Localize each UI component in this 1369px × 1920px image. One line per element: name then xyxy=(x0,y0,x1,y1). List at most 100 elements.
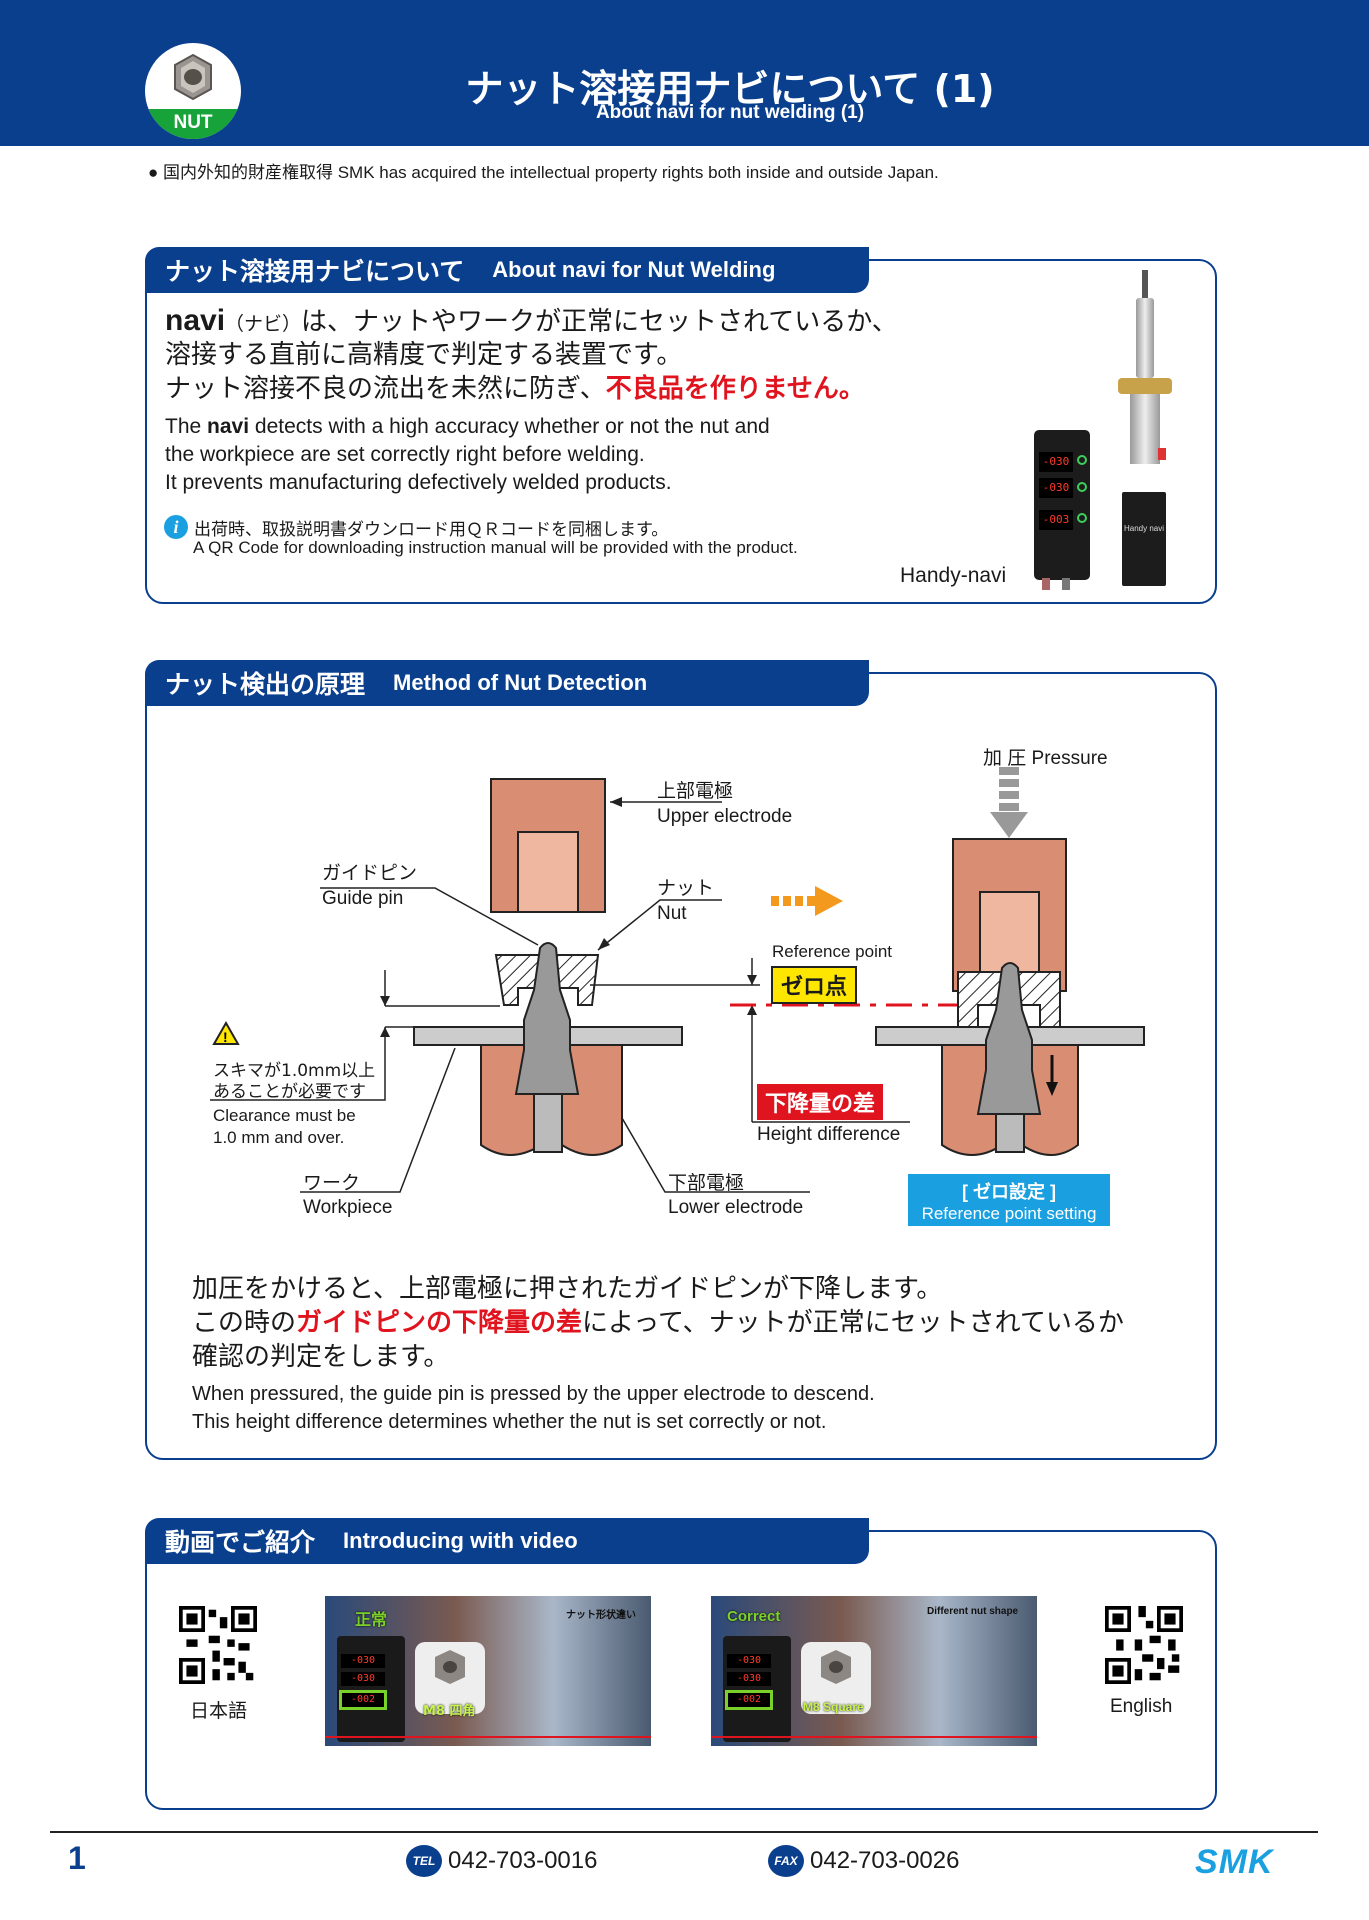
zero-setting-en: Reference point setting xyxy=(921,1204,1097,1223)
label-guide-pin-en: Guide pin xyxy=(322,888,404,909)
label-lower-electrode-jp: 下部電極 xyxy=(668,1172,745,1194)
device-display-2: -030 xyxy=(1039,478,1073,498)
about-jp-line2: 溶接する直前に高精度で判定する装置です。 xyxy=(165,340,683,370)
label-height-difference: Height difference xyxy=(757,1124,901,1145)
page-header: NUT ナット溶接用ナビについて (1) About navi for nut … xyxy=(0,0,1369,146)
section-video-title-en: Introducing with video xyxy=(343,1528,578,1553)
about-en-line3: It prevents manufacturing defectively we… xyxy=(165,471,672,494)
handy-navi-device: -030 -030 -003 xyxy=(1032,430,1092,592)
info-en: A QR Code for downloading instruction ma… xyxy=(193,538,798,557)
clearance-en-1: Clearance must be xyxy=(213,1106,356,1125)
label-upper-electrode-jp: 上部電極 xyxy=(657,780,734,802)
video-top-caption: ナット形状違い xyxy=(566,1610,636,1621)
page-subtitle: About navi for nut welding (1) xyxy=(595,102,865,123)
video-progress-bar[interactable] xyxy=(325,1736,651,1738)
nut-icon xyxy=(435,1650,465,1684)
about-jp-line3-a: ナット溶接不良の流出を未然に防ぎ、 xyxy=(165,374,606,404)
zero-setting-jp: [ ゼロ設定 ] xyxy=(962,1182,1056,1202)
nut-icon xyxy=(821,1650,851,1684)
qr-code-en[interactable] xyxy=(1105,1606,1183,1684)
tel-number: 042-703-0016 xyxy=(448,1847,598,1874)
warning-jp-1: スキマが1.0mm以上 xyxy=(213,1061,376,1081)
video-status: 正常 xyxy=(355,1610,388,1629)
method-jp-line2-red: ガイドピンの下降量の差 xyxy=(296,1308,583,1338)
device-connector xyxy=(1062,578,1070,590)
video-display-2: -030 xyxy=(341,1672,385,1686)
about-en-line1-b: detects with a high accuracy whether or … xyxy=(249,415,770,438)
about-jp-line3: ナット溶接不良の流出を未然に防ぎ、不良品を作りません。 xyxy=(165,372,865,406)
video-thumbnail-en[interactable]: -030 -030 -002 Correct Different nut sha… xyxy=(711,1596,1037,1746)
section-video-title-jp: 動画でご紹介 xyxy=(165,1528,316,1557)
video-nut-tag: M8 四角 xyxy=(423,1704,476,1719)
section-about-title-jp: ナット溶接用ナビについて xyxy=(165,257,465,286)
section-about-tab: ナット溶接用ナビについて About navi for Nut Welding xyxy=(145,247,869,293)
footer-divider xyxy=(50,1831,1318,1833)
label-pressure: 加 圧 Pressure xyxy=(983,748,1108,769)
info-icon: i xyxy=(164,515,188,539)
nut-icon xyxy=(174,53,212,101)
section-method-tab: ナット検出の原理 Method of Nut Detection xyxy=(145,660,869,706)
device-button-icon xyxy=(1077,482,1087,492)
method-en-line1: When pressured, the guide pin is pressed… xyxy=(192,1383,875,1405)
about-en-line2: the workpiece are set correctly right be… xyxy=(165,443,645,466)
about-jp-line1: navi（ナビ）は、ナットやワークが正常にセットされているか、 xyxy=(165,304,898,341)
navi-head-torch: Handy navi xyxy=(1110,270,1180,590)
label-reference-point: Reference point xyxy=(772,942,893,961)
method-jp-line2-b: によって、ナットが正常にセットされているか xyxy=(582,1308,1124,1338)
video-progress-bar[interactable] xyxy=(711,1736,1037,1738)
footer-tel: TEL 042-703-0016 xyxy=(406,1845,597,1877)
label-nut-en: Nut xyxy=(657,903,687,924)
height-difference-badge: 下降量の差 xyxy=(757,1084,884,1120)
device-button-icon xyxy=(1077,513,1087,523)
video-nut-card xyxy=(415,1642,485,1714)
video-device xyxy=(337,1636,405,1742)
about-en-line1-a: The xyxy=(165,415,208,438)
section-method-title-jp: ナット検出の原理 xyxy=(165,670,366,699)
video-thumbnail-jp[interactable]: -030 -030 -002 正常 ナット形状違い M8 四角 xyxy=(325,1596,651,1746)
video-device xyxy=(723,1636,791,1742)
navi-word: navi xyxy=(165,304,226,337)
about-en-navi: navi xyxy=(207,415,250,438)
video-nut-tag: M8 Square xyxy=(803,1700,864,1714)
ip-note: ● 国内外知的財産権取得 SMK has acquired the intell… xyxy=(148,163,939,182)
qr-label-jp: 日本語 xyxy=(190,1700,248,1722)
device-button-icon xyxy=(1077,455,1087,465)
video-display-3: -002 xyxy=(725,1690,773,1710)
video-display-2: -030 xyxy=(727,1672,771,1686)
nut-logo: NUT xyxy=(145,43,241,139)
video-display-3: -002 xyxy=(339,1690,387,1710)
zero-setting-box: [ ゼロ設定 ] Reference point setting xyxy=(908,1174,1110,1226)
label-nut-jp: ナット xyxy=(657,877,715,899)
about-en-line1: The navi detects with a high accuracy wh… xyxy=(165,413,770,441)
footer-fax: FAX 042-703-0026 xyxy=(768,1845,959,1877)
torch-label: Handy navi xyxy=(1123,524,1165,533)
method-jp-line3: 確認の判定をします。 xyxy=(192,1342,450,1372)
video-nut-card xyxy=(801,1642,871,1714)
fax-icon: FAX xyxy=(768,1845,804,1877)
video-display-1: -030 xyxy=(341,1654,385,1668)
label-lower-electrode-en: Lower electrode xyxy=(668,1197,804,1218)
label-workpiece-jp: ワーク xyxy=(303,1172,361,1194)
method-jp-line2-a: この時の xyxy=(192,1308,297,1338)
zero-point-badge: ゼロ点 xyxy=(771,966,858,1004)
qr-code-jp[interactable] xyxy=(179,1606,257,1684)
video-top-caption: Different nut shape xyxy=(927,1606,1019,1617)
clearance-en-2: 1.0 mm and over. xyxy=(213,1128,345,1147)
section-about-title-en: About navi for Nut Welding xyxy=(492,257,776,282)
device-connector xyxy=(1042,578,1050,590)
label-guide-pin-jp: ガイドピン xyxy=(322,862,418,884)
warning-jp-2: あることが必要です xyxy=(213,1082,366,1102)
method-en-line2: This height difference determines whethe… xyxy=(192,1411,827,1433)
video-display-1: -030 xyxy=(727,1654,771,1668)
section-video-panel xyxy=(145,1530,1217,1810)
method-jp-line1: 加圧をかけると、上部電極に押されたガイドピンが下降します。 xyxy=(192,1274,943,1304)
qr-label-en: English xyxy=(1110,1696,1173,1717)
device-display-3: -003 xyxy=(1039,510,1073,530)
device-display-1: -030 xyxy=(1039,452,1073,472)
product-label: Handy-navi xyxy=(900,564,1007,587)
method-jp-line2: この時のガイドピンの下降量の差によって、ナットが正常にセットされているか xyxy=(192,1306,1124,1340)
page-number: 1 xyxy=(68,1840,86,1876)
fax-number: 042-703-0026 xyxy=(810,1847,960,1874)
brand-logo: SMK xyxy=(1195,1843,1274,1881)
video-status: Correct xyxy=(727,1608,781,1625)
